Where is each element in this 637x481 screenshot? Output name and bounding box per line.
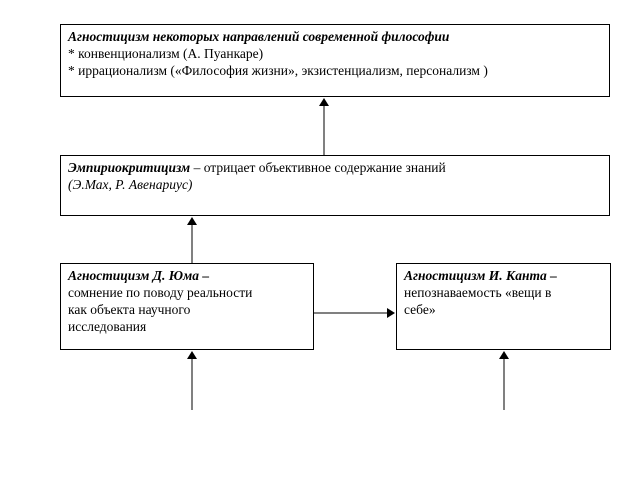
hume-title: Агностицизм Д. Юма – (68, 268, 210, 283)
empiriocriticism-line: Эмпириокритицизм – отрицает объективное … (68, 159, 602, 176)
empiriocriticism-box: Эмпириокритицизм – отрицает объективное … (60, 155, 610, 216)
modern-agnosticism-box: Агностицизм некоторых направлений соврем… (60, 24, 610, 97)
hume-line-2: как объекта научного (68, 302, 191, 317)
hume-line-1: сомнение по поводу реальности (68, 285, 253, 300)
irrationalism-item: * иррационализм («Философия жизни», экзи… (68, 63, 488, 78)
empiriocriticism-description: – отрицает объективное содержание знаний (190, 160, 446, 175)
empiriocriticism-authors: (Э.Мах, Р. Авенариус) (68, 177, 193, 192)
hume-agnosticism-box: Агностицизм Д. Юма – сомнение по поводу … (60, 263, 314, 350)
kant-title: Агностицизм И. Канта – (404, 268, 557, 283)
kant-line-1: непознаваемость «вещи в (404, 285, 552, 300)
modern-agnosticism-title: Агностицизм некоторых направлений соврем… (68, 29, 450, 44)
kant-line-2: себе» (404, 302, 436, 317)
empiriocriticism-title: Эмпириокритицизм (68, 160, 191, 175)
hume-line-3: исследования (68, 319, 147, 334)
conventionalism-item: * конвенционализм (А. Пуанкаре) (68, 46, 264, 61)
kant-agnosticism-box: Агностицизм И. Канта – непознаваемость «… (396, 263, 611, 350)
